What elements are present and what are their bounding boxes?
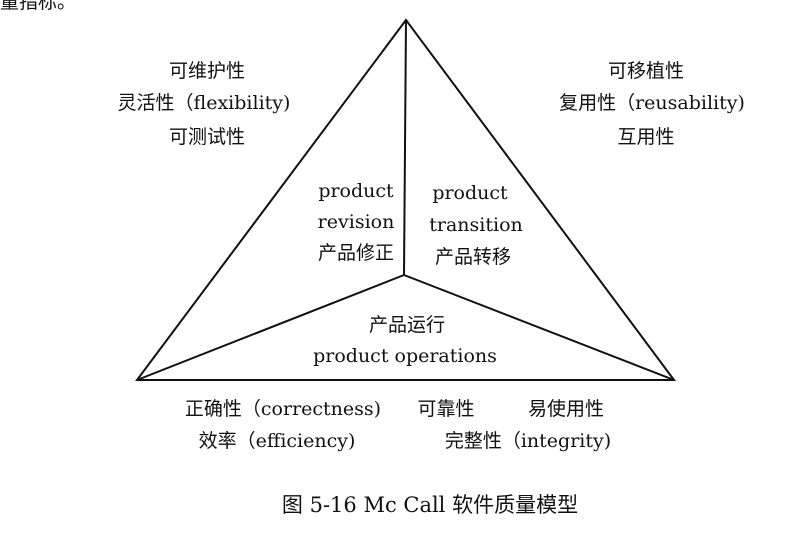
- label-transition-3: 产品转移: [434, 246, 512, 268]
- label-maintainability: 可维护性: [168, 60, 246, 82]
- divider-vertical: [403, 19, 407, 276]
- label-revision-2: revision: [317, 211, 395, 233]
- label-usability: 易使用性: [527, 398, 605, 420]
- label-reliability: 可靠性: [417, 398, 475, 420]
- label-correctness: 正确性（correctness): [184, 398, 382, 420]
- label-reusability: 复用性（reusability): [559, 92, 745, 114]
- label-interoperability: 互用性: [617, 126, 675, 148]
- label-revision-3: 产品修正: [317, 242, 395, 264]
- label-integrity: 完整性（integrity): [444, 430, 612, 452]
- label-testability: 可测试性: [168, 126, 246, 148]
- label-flexibility: 灵活性（flexibility): [117, 92, 291, 114]
- label-efficiency: 效率（efficiency): [198, 430, 356, 452]
- label-portability: 可移植性: [607, 60, 685, 82]
- divider-right: [403, 274, 675, 381]
- label-operations-2: product operations: [313, 345, 497, 367]
- label-operations-1: 产品运行: [368, 314, 446, 336]
- label-transition-2: transition: [429, 214, 523, 236]
- header-fragment: 量指标。: [0, 0, 77, 13]
- outer-triangle: [135, 18, 676, 381]
- label-transition-1: product: [432, 182, 508, 204]
- label-revision-1: product: [318, 180, 394, 202]
- figure-caption: 图 5-16 Mc Call 软件质量模型: [281, 493, 579, 517]
- divider-left: [136, 274, 405, 381]
